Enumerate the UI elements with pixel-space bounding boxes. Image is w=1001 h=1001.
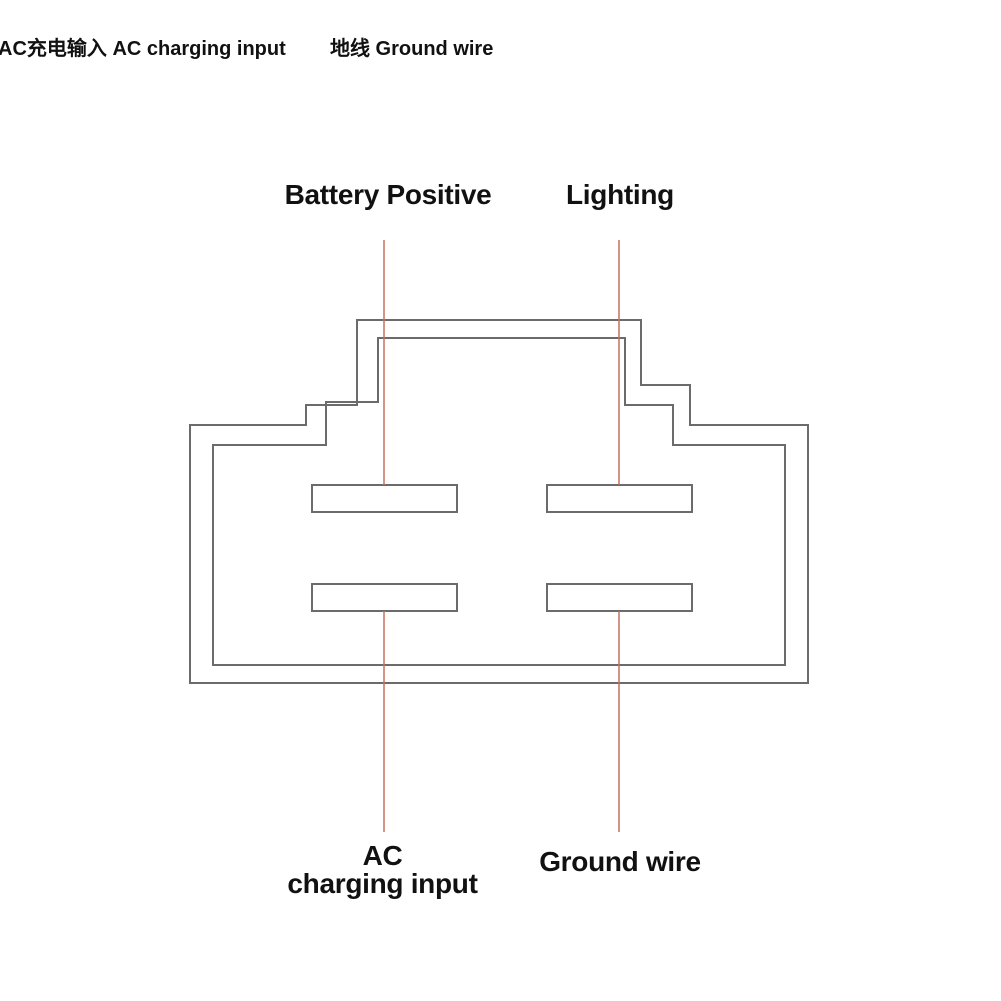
ac-charging-label-line2: charging input (287, 868, 478, 899)
ground-wire-label: Ground wire (539, 846, 701, 877)
ac-charging-label-line1: AC (362, 840, 403, 871)
pin-ground (546, 583, 693, 612)
pin-battery-positive (311, 484, 458, 513)
ac-charging-label: AC charging input (250, 842, 515, 898)
lighting-label: Lighting (565, 179, 674, 210)
ground-caption: 地线 Ground wire (330, 38, 494, 60)
caption-row: AC充电输入 AC charging input 地线 Ground wire (0, 36, 1001, 62)
pin-ac-charging (311, 583, 458, 612)
connector-outer-housing (189, 319, 809, 684)
ac-charging-caption: AC充电输入 AC charging input (0, 38, 286, 60)
battery-positive-label: Battery Positive (284, 179, 492, 210)
connector-inner-housing (212, 337, 786, 666)
pin-lighting (546, 484, 693, 513)
